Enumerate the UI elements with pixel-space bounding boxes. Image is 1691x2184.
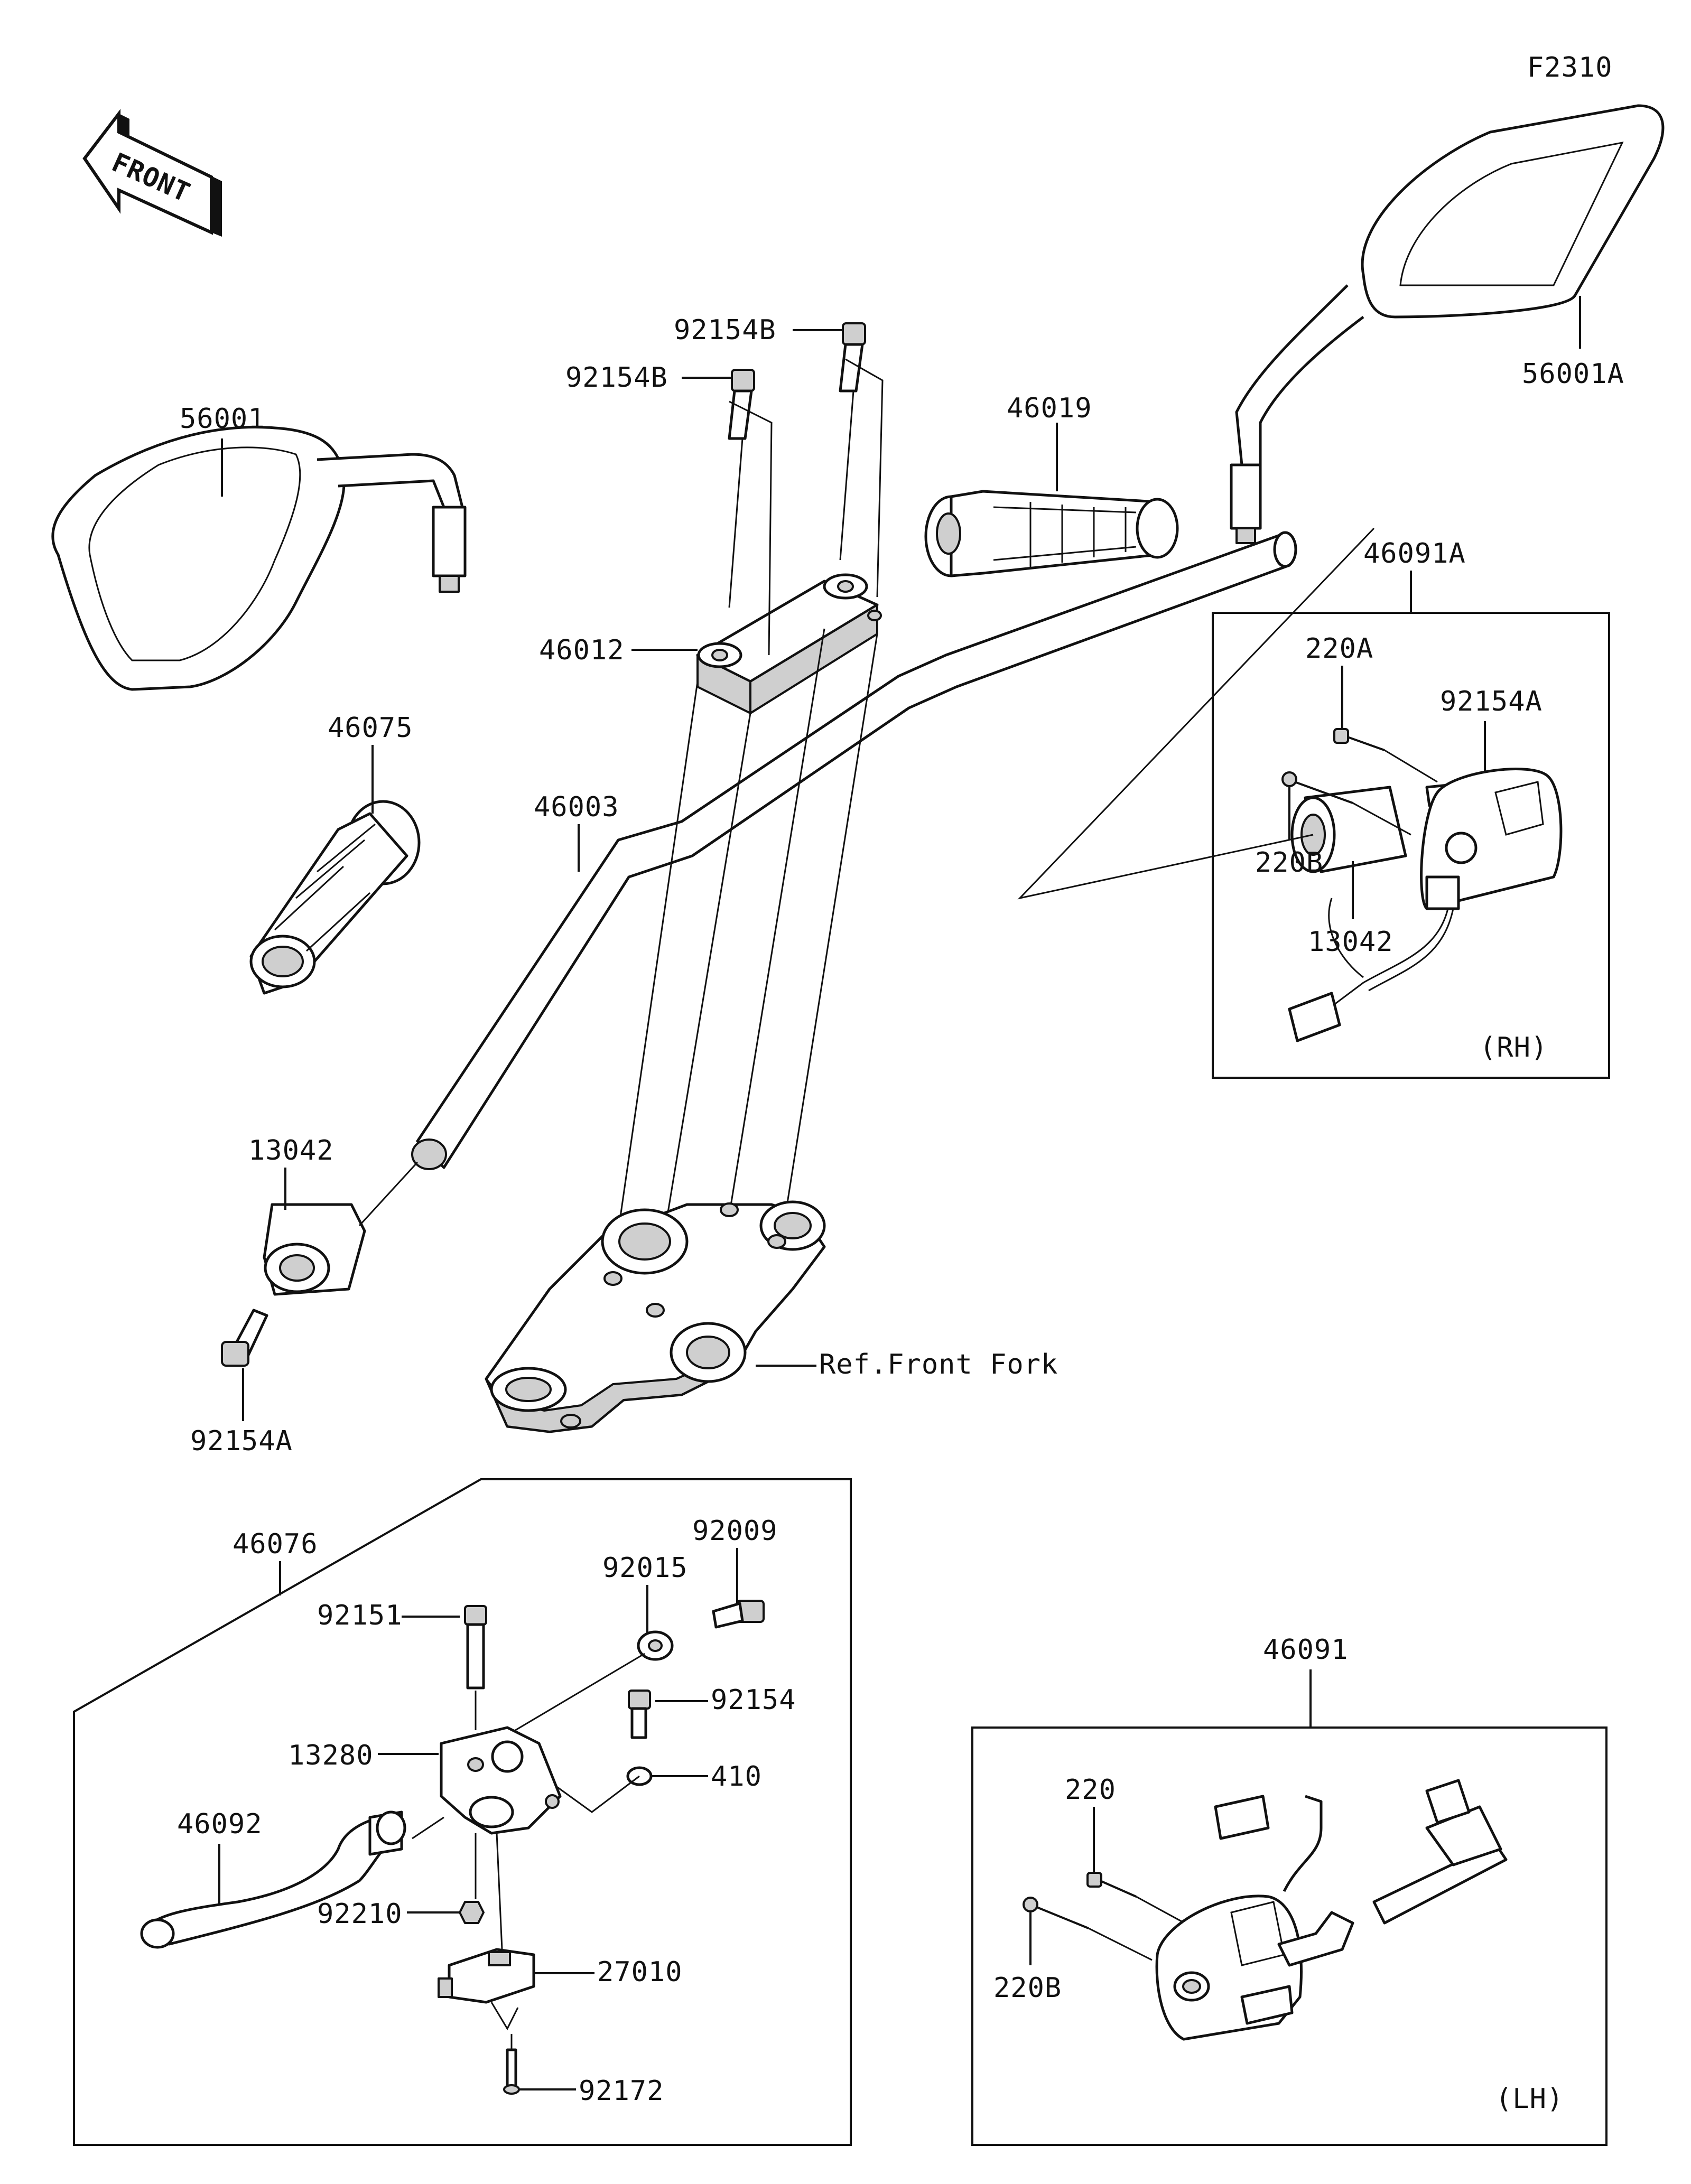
figure-code: F2310 [1527,52,1613,83]
label-46003: 46003 [534,791,619,823]
label-46076: 46076 [233,1528,318,1560]
bolt-92154b-upper [839,322,866,393]
label-56001a: 56001A [1522,358,1624,390]
label-13042-right: 13042 [1308,926,1393,958]
label-220b-lh: 220B [993,1972,1062,2004]
lh-switch-housing [1155,1779,1508,2041]
label-220a: 220A [1305,633,1373,665]
label-220: 220 [1065,1774,1116,1806]
screw-220b-lh [1023,1897,1089,1929]
label-410: 410 [711,1761,762,1793]
handlebar-holder [696,573,882,714]
lever-assy-frame [73,1478,852,2146]
screw-220 [1086,1872,1137,1898]
front-arrow-icon: FRONT [82,109,222,237]
label-13280: 13280 [288,1740,374,1771]
label-92154: 92154 [711,1684,796,1716]
label-92172: 92172 [579,2075,664,2107]
bolt-92154a-left [221,1309,268,1367]
label-92154b-upper: 92154B [674,314,776,346]
label-lh-tag: (LH) [1495,2083,1564,2115]
lever-holder-13280 [440,1726,562,1835]
label-220b-rh: 220B [1255,847,1323,879]
grip-right [924,490,1179,577]
label-rh-tag: (RH) [1480,1032,1548,1063]
label-92154a-right: 92154A [1440,686,1543,717]
label-92151: 92151 [317,1600,403,1631]
brake-switch-27010 [438,1948,535,2004]
rh-switch-housing [1288,768,1563,1042]
screw-220b-rh [1281,771,1353,804]
label-92210: 92210 [317,1898,403,1930]
lh-switch-frame [971,1726,1608,2146]
grip-left [249,800,421,995]
brake-lever-46092 [140,1810,406,1949]
bar-end-weight-left [263,1203,366,1296]
screw-92172 [503,2048,520,2095]
mirror-left [51,425,467,691]
label-46075: 46075 [328,712,413,744]
label-46019: 46019 [1007,393,1092,424]
label-56001: 56001 [180,403,265,435]
label-46012: 46012 [539,634,625,666]
label-92154a-left: 92154A [190,1425,293,1457]
screw-92154 [628,1690,651,1739]
label-46091: 46091 [1263,1634,1349,1666]
label-92009: 92009 [692,1515,778,1547]
screw-92009 [712,1600,765,1629]
bolt-92151 [464,1605,487,1690]
label-92015: 92015 [602,1552,688,1584]
bar-end-weight-right [1290,786,1407,873]
bolt-92154b-lower [728,369,755,440]
label-ref-front-fork: Ref.Front Fork [819,1349,1058,1380]
label-13042-left: 13042 [248,1135,334,1166]
bushing-92015 [637,1630,674,1661]
mirror-right [1230,104,1665,544]
screw-220a [1333,728,1385,751]
label-46091a: 46091A [1363,538,1466,570]
label-27010: 27010 [597,1956,683,1988]
nut-92210 [459,1901,485,1924]
label-92154b-lower: 92154B [565,362,668,394]
handlebar [411,531,1297,1170]
upper-triple-clamp [485,1200,826,1433]
label-46092: 46092 [177,1808,263,1840]
